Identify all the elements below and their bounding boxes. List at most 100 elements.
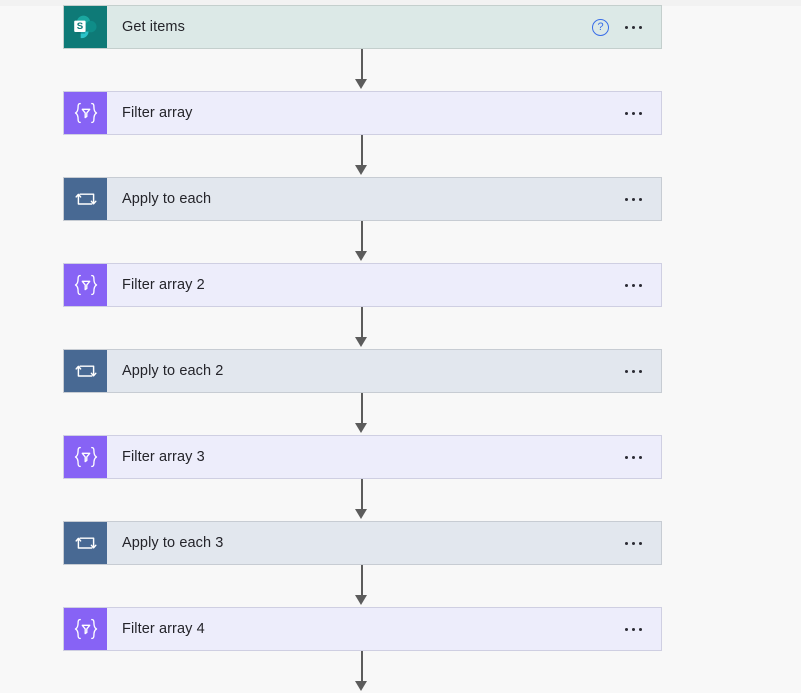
menu-dot — [632, 25, 635, 29]
step-title: Apply to each — [122, 191, 212, 207]
flow-step-card-get-items[interactable]: S Get items ? — [63, 5, 662, 49]
canvas-top-strip — [0, 0, 801, 6]
step-title: Filter array 3 — [122, 449, 205, 465]
menu-dot — [632, 369, 635, 373]
connector-arrowhead — [355, 509, 367, 519]
step-menu-button[interactable] — [623, 534, 644, 552]
menu-dot — [625, 541, 628, 545]
step-menu-button[interactable] — [623, 18, 644, 36]
apply-to-each-icon — [74, 365, 97, 377]
step-menu-button[interactable] — [623, 362, 644, 380]
connector-arrowhead — [355, 337, 367, 347]
menu-dot — [632, 455, 635, 459]
flow-step-column: S Get items ? Filter array — [63, 5, 662, 693]
flow-connector-8 — [63, 651, 662, 693]
step-title: Get items — [122, 19, 185, 35]
step-actions — [623, 264, 661, 306]
filter-array-icon — [74, 274, 97, 296]
step-menu-button[interactable] — [623, 190, 644, 208]
step-actions — [623, 178, 661, 220]
flow-connector-1 — [63, 49, 662, 91]
connector-line — [361, 479, 363, 513]
menu-dot — [625, 25, 628, 29]
connector-line — [361, 307, 363, 341]
step-icon-container: S — [64, 6, 107, 48]
step-title: Filter array — [122, 105, 193, 121]
step-icon-container — [64, 264, 107, 306]
menu-dot — [625, 111, 628, 115]
menu-dot — [639, 627, 642, 631]
menu-dot — [625, 627, 628, 631]
step-icon-container — [64, 92, 107, 134]
menu-dot — [632, 197, 635, 201]
flow-connector-7 — [63, 565, 662, 607]
step-title: Apply to each 2 — [122, 363, 224, 379]
step-actions — [623, 436, 661, 478]
filter-array-icon — [74, 102, 97, 124]
connector-line — [361, 221, 363, 255]
step-icon-container — [64, 436, 107, 478]
menu-dot — [639, 111, 642, 115]
step-actions: ? — [592, 6, 661, 48]
step-icon-container — [64, 350, 107, 392]
flow-step-card-filter-array-3[interactable]: Filter array 3 — [63, 435, 662, 479]
menu-dot — [625, 197, 628, 201]
step-icon-container — [64, 522, 107, 564]
menu-dot — [625, 455, 628, 459]
connector-arrowhead — [355, 595, 367, 605]
menu-dot — [639, 455, 642, 459]
help-icon[interactable]: ? — [592, 18, 609, 36]
connector-line — [361, 135, 363, 169]
step-menu-button[interactable] — [623, 276, 644, 294]
flow-connector-5 — [63, 393, 662, 435]
connector-line — [361, 49, 363, 83]
apply-to-each-icon — [74, 537, 97, 549]
connector-line — [361, 651, 363, 685]
flow-step-card-filter-array-2[interactable]: Filter array 2 — [63, 263, 662, 307]
menu-dot — [632, 283, 635, 287]
step-actions — [623, 350, 661, 392]
menu-dot — [639, 25, 642, 29]
menu-dot — [639, 283, 642, 287]
filter-array-icon — [74, 446, 97, 468]
flow-step-card-apply-to-each-3[interactable]: Apply to each 3 — [63, 521, 662, 565]
connector-line — [361, 393, 363, 427]
menu-dot — [625, 283, 628, 287]
step-menu-button[interactable] — [623, 620, 644, 638]
connector-arrowhead — [355, 423, 367, 433]
menu-dot — [639, 197, 642, 201]
flow-connector-6 — [63, 479, 662, 521]
flow-step-card-filter-array-4[interactable]: Filter array 4 — [63, 607, 662, 651]
menu-dot — [632, 541, 635, 545]
menu-dot — [639, 541, 642, 545]
connector-arrowhead — [355, 251, 367, 261]
step-actions — [623, 608, 661, 650]
step-actions — [623, 522, 661, 564]
sharepoint-icon: S — [74, 15, 97, 38]
connector-arrowhead — [355, 681, 367, 691]
connector-arrowhead — [355, 79, 367, 89]
step-icon-container — [64, 608, 107, 650]
step-title: Filter array 4 — [122, 621, 205, 637]
flow-step-card-filter-array[interactable]: Filter array — [63, 91, 662, 135]
filter-array-icon — [74, 618, 97, 640]
connector-line — [361, 565, 363, 599]
step-title: Apply to each 3 — [122, 535, 224, 551]
step-actions — [623, 92, 661, 134]
apply-to-each-icon — [74, 193, 97, 205]
flow-connector-2 — [63, 135, 662, 177]
menu-dot — [632, 627, 635, 631]
step-menu-button[interactable] — [623, 448, 644, 466]
svg-text:S: S — [77, 21, 84, 32]
flow-step-card-apply-to-each-2[interactable]: Apply to each 2 — [63, 349, 662, 393]
flow-step-card-apply-to-each[interactable]: Apply to each — [63, 177, 662, 221]
connector-arrowhead — [355, 165, 367, 175]
menu-dot — [625, 369, 628, 373]
menu-dot — [639, 369, 642, 373]
menu-dot — [632, 111, 635, 115]
flow-connector-4 — [63, 307, 662, 349]
flow-connector-3 — [63, 221, 662, 263]
step-menu-button[interactable] — [623, 104, 644, 122]
step-title: Filter array 2 — [122, 277, 205, 293]
